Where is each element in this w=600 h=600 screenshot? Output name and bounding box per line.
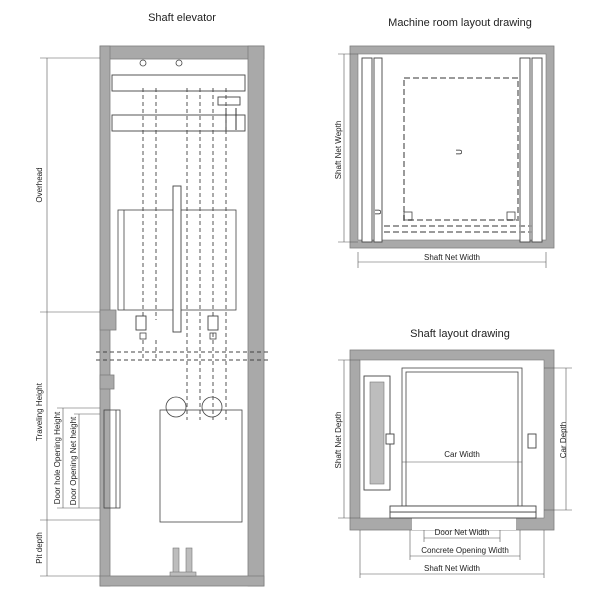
layout-bottom-dimensions (359, 530, 545, 578)
shaft-layout-title: Shaft layout drawing (410, 328, 510, 340)
elevator-dimensions (40, 57, 100, 577)
car-outline-dashed (403, 77, 519, 221)
u-mark-left: U (374, 209, 383, 215)
car-guide-rail (172, 185, 182, 333)
counterweight-block (369, 381, 385, 485)
counterweight (159, 409, 243, 523)
machine-shaft-net-width-label: Shaft Net Width (424, 253, 480, 262)
upper-door-sill (99, 309, 117, 331)
machine-room-dimensions (338, 53, 547, 268)
shaft-right-wall (247, 45, 265, 587)
left-rail-inner (373, 57, 383, 243)
pulley-right (201, 396, 223, 418)
corner-bracket-right (506, 211, 516, 221)
pit-depth-label: Pit depth (35, 532, 44, 564)
door-net-width-label: Door Net Width (435, 528, 490, 537)
machine-room-title: Machine room layout drawing (388, 17, 532, 29)
car-safety-gear (135, 315, 219, 340)
top-beam (111, 74, 246, 92)
cw-bracket (385, 433, 395, 445)
lower-door-sill (99, 374, 115, 390)
shaft-pit-floor (99, 575, 265, 587)
lower-door-frame (103, 409, 121, 509)
guide-rails-dashed (142, 88, 227, 420)
car-sill (389, 505, 537, 513)
u-mark-center: U (455, 149, 464, 155)
pit-buffers (169, 547, 197, 577)
control-box (217, 96, 241, 106)
layout-net-depth-dimension (338, 359, 360, 519)
overhead-label: Overhead (35, 167, 44, 202)
pulley-left (165, 396, 187, 418)
car-depth-dimension (544, 367, 572, 511)
traveling-height-label: Traveling Height (35, 382, 44, 441)
car-rail-bracket (527, 433, 537, 449)
machine-shaft-net-depth-label: Shaft Net Wepth (334, 121, 343, 180)
shaft-top-wall (99, 45, 265, 60)
shaft-elevator-title: Shaft elevator (148, 12, 216, 24)
door-opening-net-height-label: Door Opening Net height (69, 416, 78, 505)
car-width-label: Car Width (444, 450, 480, 459)
door-sill (389, 511, 537, 519)
door-hole-opening-height-label: Door hole Opening Height (53, 411, 62, 504)
corner-bracket-left (403, 211, 413, 221)
layout-shaft-net-depth-label: Shaft Net Depth (334, 412, 343, 469)
car-depth-label: Car Depth (559, 422, 568, 458)
machine-beam (111, 114, 246, 132)
hook-right (175, 59, 183, 67)
left-rail-outer (361, 57, 373, 243)
concrete-opening-width-label: Concrete Opening Width (421, 546, 509, 555)
right-rail-outer (531, 57, 543, 243)
shaft-walls (99, 45, 265, 587)
hook-left (139, 59, 147, 67)
right-rail-inner (519, 57, 531, 243)
layout-shaft-net-width-label: Shaft Net Width (424, 564, 480, 573)
